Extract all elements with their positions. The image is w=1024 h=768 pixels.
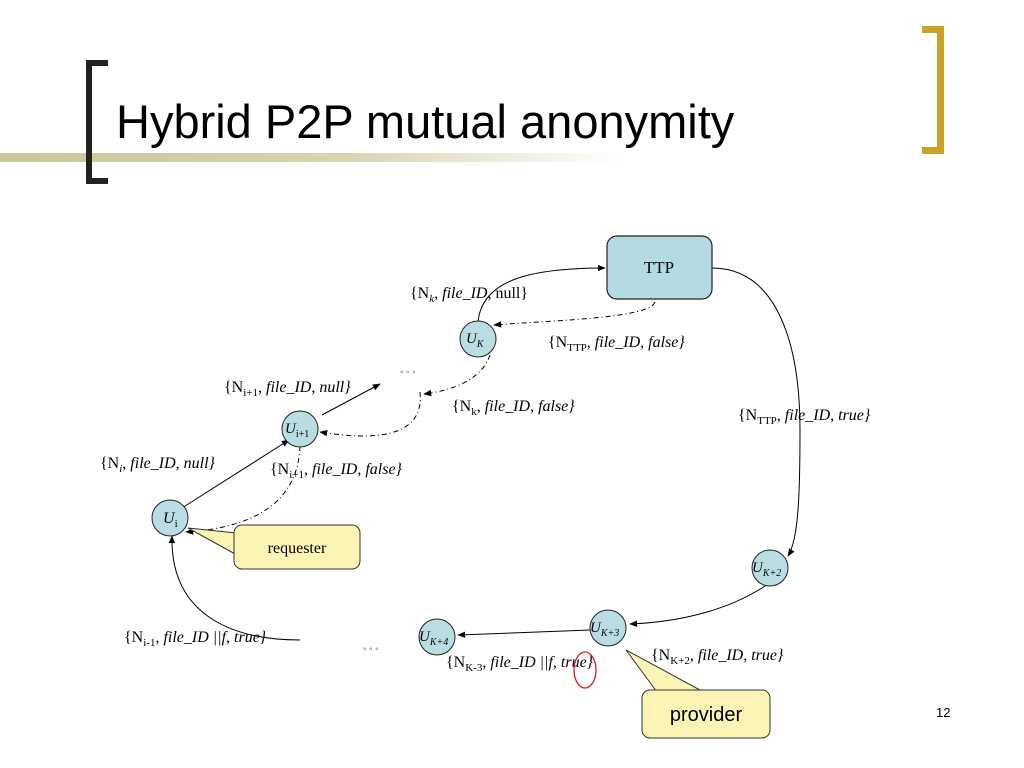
slide-title: Hybrid P2P mutual anonymity (116, 95, 735, 148)
node-ui1: Ui+1 (281, 410, 319, 448)
label-ni1-false: {Ni+1, file_ID, false} (270, 461, 403, 481)
svg-text:Ui+1: Ui+1 (285, 421, 309, 440)
node-uk2: UK+2 (751, 549, 789, 587)
ttp-label: TTP (644, 258, 674, 277)
label-ni1-null: {Ni+1, file_ID, null} (224, 379, 351, 399)
page-number: 12 (936, 705, 951, 720)
requester-label: requester (268, 540, 327, 557)
label-nk-null: {Nk, file_ID, null} (410, 285, 528, 305)
edge-uk-to-dots-dashed (423, 354, 491, 397)
edge-ttp-to-uk2 (711, 267, 801, 557)
edge-ui1-to-ui-dashed (185, 445, 301, 535)
title-rule (0, 153, 620, 162)
edge-ui-to-ui1 (181, 439, 290, 509)
edge-uk-to-ttp (477, 264, 606, 323)
edge-ui1-to-dots (321, 383, 381, 416)
node-uk3: UK+3 (589, 609, 627, 647)
provider-callout: provider (625, 649, 771, 739)
svg-text:Ui: Ui (163, 510, 178, 530)
edge-uk3-to-uk4 (457, 629, 591, 638)
right-bracket (922, 26, 944, 154)
ttp-node (606, 235, 713, 300)
edge-ttp-to-uk-dashed (493, 301, 656, 328)
ellipsis-top: ◦ ◦ ◦ (400, 367, 416, 378)
requester-callout: requester (187, 524, 361, 570)
node-ui: Ui (151, 499, 189, 537)
label-ni-null: {Ni, file_ID, null} (100, 455, 216, 475)
edge-uk2-to-uk3 (629, 583, 769, 627)
highlight-ellipse (573, 651, 597, 689)
label-ni-1-true: {Ni-1, file_ID ||f, true} (124, 629, 267, 649)
ellipsis-bottom: ◦ ◦ ◦ (363, 644, 379, 655)
label-nttp-false: {NTTP, file_ID, false} (548, 334, 685, 354)
label-nk-3-true: {NK-3, file_ID ||f, true} (446, 654, 594, 674)
svg-text:UK+3: UK+3 (590, 620, 619, 639)
edge-loop-to-ui (168, 535, 301, 641)
label-nk2-true: {NK+2, file_ID, true} (651, 647, 784, 667)
label-ttp-true: {NTTP, file_ID, true} (738, 407, 871, 427)
left-bracket (86, 60, 108, 184)
svg-text:UK: UK (466, 331, 485, 350)
label-nk-false: {Nk, file_ID, false} (452, 398, 575, 418)
edge-dots-to-ui1-dashed (319, 391, 421, 437)
node-uk4: UK+4 (418, 618, 456, 656)
svg-text:UK+4: UK+4 (419, 629, 448, 648)
node-uk: UK (459, 320, 497, 358)
svg-text:UK+2: UK+2 (752, 560, 781, 579)
provider-label: provider (670, 704, 743, 726)
